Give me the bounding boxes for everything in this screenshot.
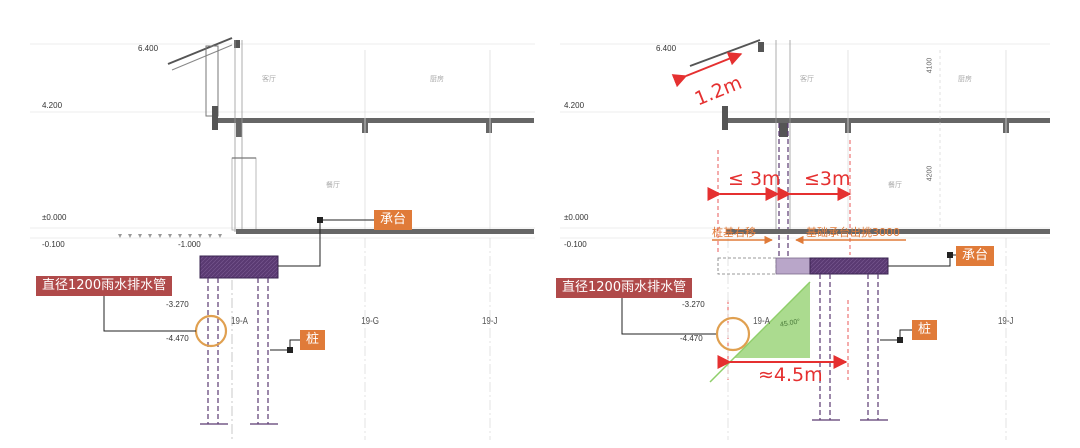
right-axis-19j: 19-J bbox=[997, 316, 1014, 327]
right-elev-0000: ±0.000 bbox=[564, 213, 589, 222]
left-pile-cap-label: 承台 bbox=[374, 210, 413, 230]
height-label-4200: 4200 bbox=[926, 165, 934, 182]
left-section-drawing bbox=[30, 37, 535, 440]
left-room-label-2: 厨房 bbox=[430, 76, 444, 83]
right-room-label-1: 客厅 bbox=[800, 76, 814, 83]
left-axis-19a: 19-A bbox=[231, 316, 249, 327]
right-limit-dim-label: ≤3m bbox=[804, 168, 851, 190]
right-pile-cap-label: 承台 bbox=[956, 246, 995, 266]
left-elev-neg0100: -0.100 bbox=[42, 240, 65, 249]
right-section-drawing bbox=[560, 39, 1050, 440]
left-room-label-1: 客厅 bbox=[262, 76, 276, 83]
pile-shift-label: 桩基右移 bbox=[712, 226, 756, 239]
cantilever-dim-arrow bbox=[671, 52, 743, 88]
cap-overhang-label: 基础承台出挑3000 bbox=[806, 226, 900, 239]
right-drain-pipe bbox=[715, 316, 751, 352]
right-elev-6400: 6.400 bbox=[656, 44, 677, 53]
right-drain-pipe-label: 直径1200雨水排水管 bbox=[556, 278, 693, 298]
right-elev-neg4470: -4.470 bbox=[680, 334, 703, 343]
right-pile-cap bbox=[809, 257, 889, 275]
left-elev-neg1000: -1.000 bbox=[178, 240, 201, 249]
left-elev-neg3270: -3.270 bbox=[166, 300, 189, 309]
left-drain-pipe bbox=[194, 314, 228, 348]
left-pile-label: 桩 bbox=[300, 330, 326, 350]
left-room-label-3: 餐厅 bbox=[326, 182, 340, 189]
left-elev-6400: 6.400 bbox=[138, 44, 159, 53]
right-elev-neg0100: -0.100 bbox=[564, 240, 587, 249]
right-elev-neg3270: -3.270 bbox=[682, 300, 705, 309]
left-elev-4200: 4.200 bbox=[42, 101, 63, 110]
left-axis-19j: 19-J bbox=[481, 316, 498, 327]
left-elev-neg4470: -4.470 bbox=[166, 334, 189, 343]
right-piles bbox=[819, 274, 879, 420]
depth-dim-label: ≈4.5m bbox=[758, 364, 823, 386]
left-piles bbox=[207, 278, 269, 424]
right-room-label-3: 餐厅 bbox=[888, 182, 902, 189]
right-elev-4200: 4.200 bbox=[564, 101, 585, 110]
right-axis-19a: 19-A bbox=[753, 316, 771, 327]
left-limit-dim-label: ≤ 3m bbox=[728, 168, 781, 190]
left-elev-0000: ±0.000 bbox=[42, 213, 67, 222]
right-pile-label: 桩 bbox=[912, 320, 938, 340]
left-pile-cap bbox=[199, 255, 279, 279]
left-drain-pipe-label: 直径1200雨水排水管 bbox=[36, 276, 173, 296]
right-room-label-2: 厨房 bbox=[958, 76, 972, 83]
left-axis-19g: 19-G bbox=[361, 316, 380, 327]
height-label-4100: 4100 bbox=[926, 57, 934, 74]
